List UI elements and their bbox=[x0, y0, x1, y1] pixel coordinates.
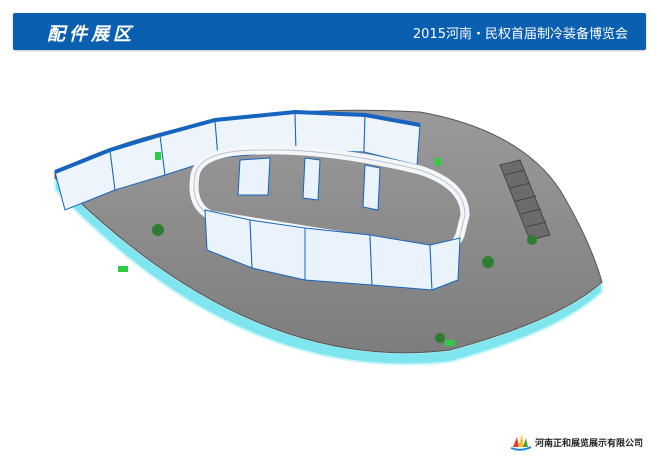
island-booths bbox=[204, 157, 461, 291]
company-name: 河南正和展览展示有限公司 bbox=[535, 438, 644, 449]
section-title: 配件展区 bbox=[47, 24, 135, 45]
exit-signs bbox=[118, 152, 455, 346]
exhibition-floor-render bbox=[54, 109, 603, 366]
company-footer: 河南正和展览展示有限公司 bbox=[510, 433, 643, 451]
expo-name: 2015河南・民权首届制冷装备博览会 bbox=[412, 27, 628, 42]
header-bar: 配件展区 2015河南・民权首届制冷装备博览会 bbox=[13, 13, 646, 50]
plants bbox=[152, 224, 537, 343]
staircase bbox=[499, 159, 551, 241]
company-logo-icon bbox=[510, 434, 532, 451]
